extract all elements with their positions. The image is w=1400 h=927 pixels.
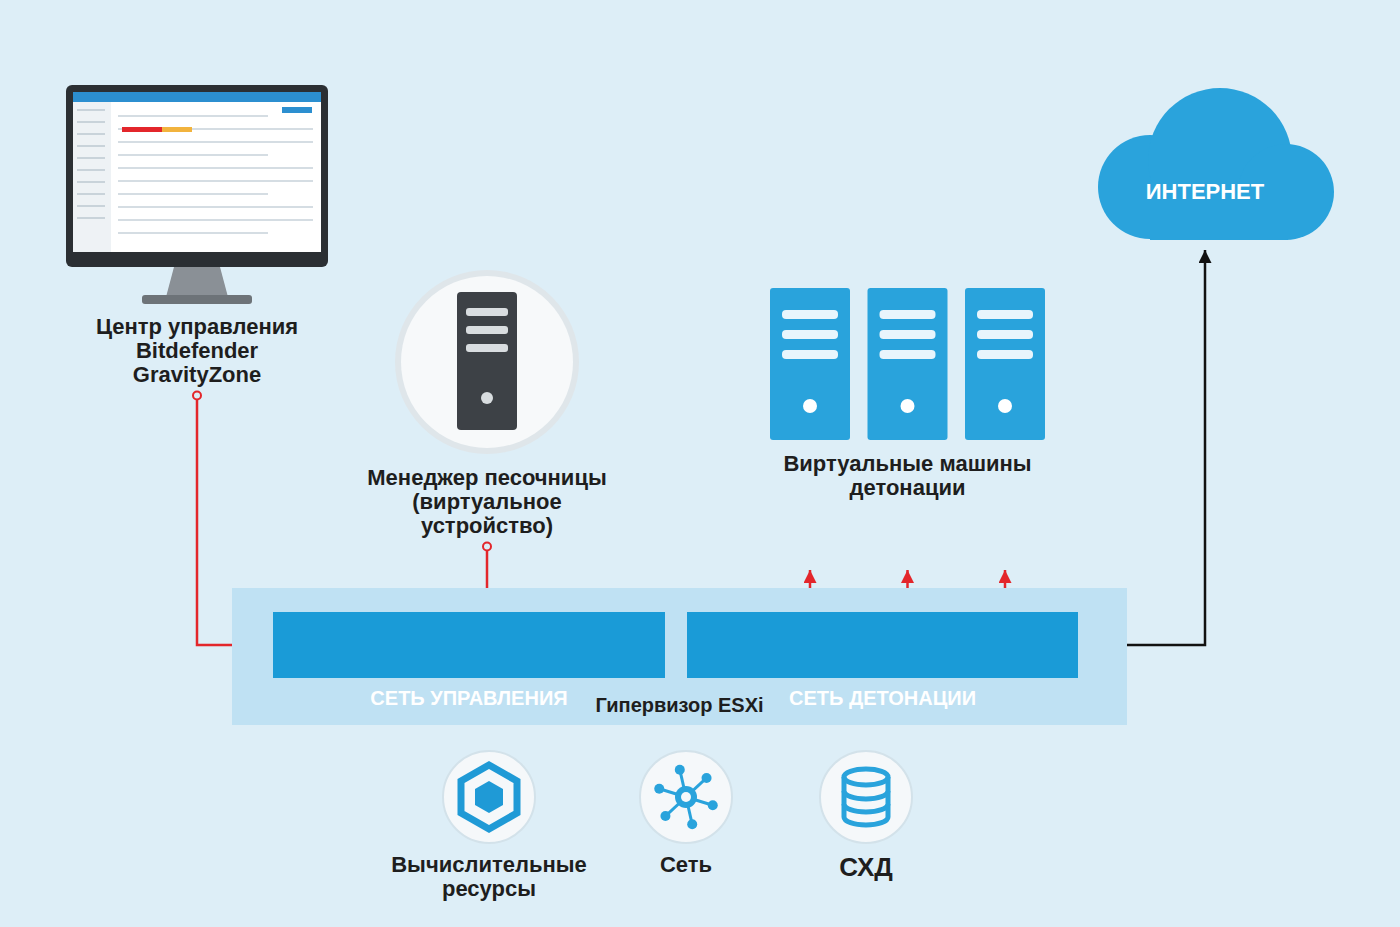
resource-label: СХД: [766, 853, 966, 882]
monitor-picture: [62, 85, 332, 307]
hypervisor-band: Гипервизор ESXiСЕТЬ УПРАВЛЕНИЯСЕТЬ ДЕТОН…: [232, 588, 1127, 725]
network-label: СЕТЬ УПРАВЛЕНИЯ: [358, 581, 579, 709]
sandbox-manager: Менеджер песочницы (виртуальное устройст…: [362, 268, 612, 539]
vm-label: Виртуальные машины детонации: [760, 452, 1055, 500]
console-label: Центр управления Bitdefender GravityZone: [82, 315, 312, 388]
internet-cloud: ИНТЕРНЕТ: [1070, 82, 1340, 247]
network-bar: СЕТЬ УПРАВЛЕНИЯ: [273, 612, 665, 678]
resource-icon: Вычислительные ресурсы: [389, 747, 589, 901]
resource-label: Вычислительные ресурсы: [389, 853, 589, 901]
resource-icon: Сеть: [586, 747, 786, 877]
resource-icon: СХД: [766, 747, 966, 882]
manager-picture: [362, 268, 612, 458]
management-console: Центр управления Bitdefender GravityZone: [62, 85, 332, 388]
cloud-picture: [1070, 82, 1340, 247]
connector-arrow: [1080, 250, 1205, 645]
network-label: СЕТЬ ДЕТОНАЦИИ: [777, 581, 988, 709]
network-bar: СЕТЬ ДЕТОНАЦИИ: [687, 612, 1078, 678]
servers-picture: [760, 288, 1055, 440]
resource-label: Сеть: [586, 853, 786, 877]
connector-dot: [193, 392, 201, 400]
compute-picture: [439, 747, 539, 847]
network-picture: [636, 747, 736, 847]
storage-picture: [816, 747, 916, 847]
connector-line: [1080, 250, 1205, 645]
detonation-vms: Виртуальные машины детонации: [760, 288, 1055, 500]
manager-label: Менеджер песочницы (виртуальное устройст…: [362, 466, 612, 539]
connector-dot: [483, 543, 491, 551]
cloud-label: ИНТЕРНЕТ: [1070, 82, 1340, 204]
